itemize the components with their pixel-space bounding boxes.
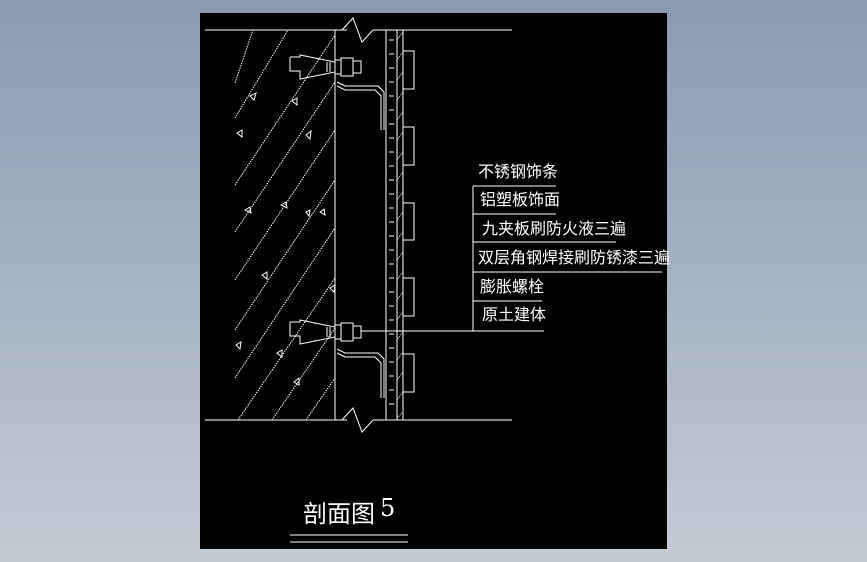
label-stainless-strip: 不锈钢饰条 <box>478 162 559 181</box>
drawing-number: 5 <box>380 494 396 522</box>
concrete-hatch <box>234 29 336 421</box>
panel-hatch <box>396 31 404 419</box>
plywood-ticks <box>389 39 394 405</box>
label-aluminum-panel: 铝塑板饰面 <box>480 190 561 209</box>
drawing-title: 剖面图 <box>303 500 375 528</box>
cad-drawing-canvas: 不锈钢饰条 铝塑板饰面 九夹板刷防火液三遍 双层角钢焊接刷防锈漆三遍 膨胀螺栓 … <box>200 13 671 549</box>
label-expansion-bolt: 膨胀螺栓 <box>480 277 545 296</box>
angle-steel-top <box>336 81 385 130</box>
angle-steel-top-inner <box>336 85 382 130</box>
aggregate-marks <box>235 92 336 386</box>
label-structure: 原土建体 <box>482 305 547 324</box>
aluminum-panel <box>396 29 404 421</box>
angle-steel-bottom <box>336 348 385 398</box>
stainless-strips <box>402 50 415 393</box>
break-mark-bottom <box>341 407 374 433</box>
section-drawing <box>205 17 662 543</box>
expansion-bolt-bottom <box>289 319 362 345</box>
label-angle-steel: 双层角钢焊接刷防锈漆三遍 <box>478 248 671 267</box>
label-plywood: 九夹板刷防火液三遍 <box>482 219 627 238</box>
angle-steel-bottom-inner <box>336 352 382 398</box>
break-mark-top <box>341 17 374 43</box>
expansion-bolt-top <box>289 54 362 80</box>
